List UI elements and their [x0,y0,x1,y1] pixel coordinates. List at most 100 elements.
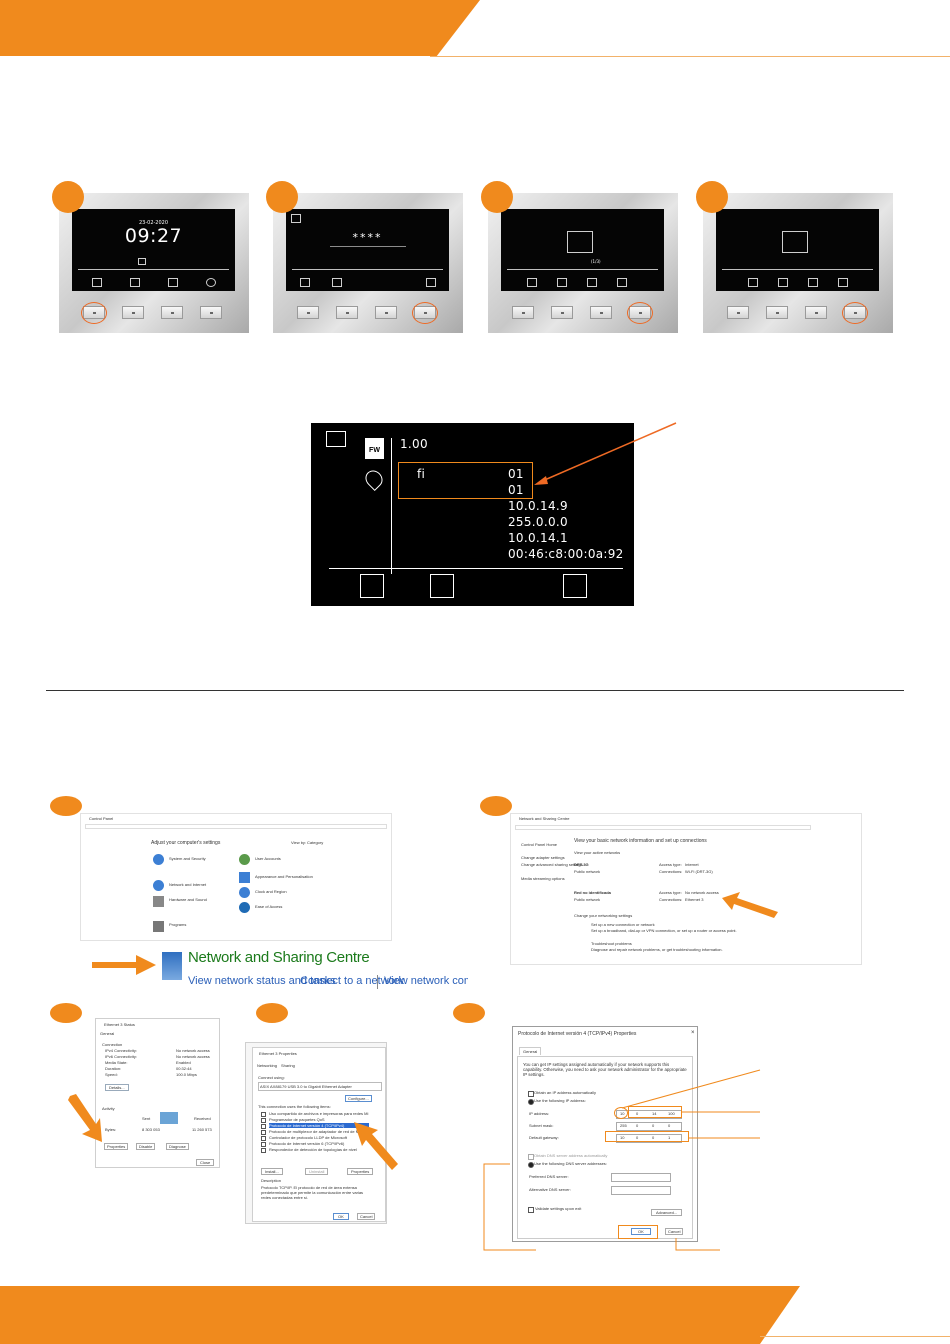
step-marker-4 [696,181,728,213]
alt-dns-label: Alternative DNS server: [529,1187,571,1192]
sidebar-item-2[interactable]: Change advanced sharing settings [521,862,583,867]
monitor-screen: (1/3) [501,209,664,291]
setup-link[interactable]: Set up a new connection or network [591,922,655,927]
details-button[interactable]: Details... [105,1084,129,1091]
mask-octet-1: 0 [636,1123,639,1128]
cp-item-4[interactable]: User Accounts [255,856,281,861]
list-item[interactable]: Protocolo de Internet versión 4 (TCP/IPv… [269,1123,369,1128]
home-icon [527,278,537,287]
cancel-button[interactable]: Cancel [357,1213,376,1220]
tab-sharing[interactable]: Sharing [281,1063,295,1068]
section-activity: Activity [102,1106,115,1111]
screen-time: 09:27 [124,225,183,247]
monitor-button-4[interactable] [200,306,222,319]
list-item[interactable]: Protocolo de Internet versión 6 (TCP/IPv… [269,1141,345,1146]
validate-checkbox[interactable] [528,1207,534,1213]
view-by-value[interactable]: Category [307,840,324,845]
trouble-link[interactable]: Troubleshoot problems [591,941,632,946]
tab-general[interactable]: General [100,1031,115,1036]
tab-networking[interactable]: Networking [257,1063,278,1068]
close-button[interactable]: Close [196,1159,215,1166]
cp-item-5[interactable]: Appearance and Personalisation [255,874,313,879]
list-item[interactable]: Protocolo de multiplexor de adaptador de… [269,1129,360,1134]
monitor-button-2[interactable] [766,306,788,319]
mask-field[interactable]: 255 0 0 0 [616,1122,682,1131]
item-checkbox[interactable] [261,1136,266,1141]
diagnose-button[interactable]: Diagnose [166,1143,189,1150]
cp-item-3[interactable]: Programs [169,922,187,927]
advanced-button[interactable]: Advanced... [651,1209,683,1216]
net2-conn[interactable]: Ethernet 3 [685,897,704,902]
use-ip-label: Use the following IP address: [534,1098,586,1103]
item-checkbox[interactable] [261,1118,266,1123]
item-checkbox[interactable] [261,1112,266,1117]
list-item[interactable]: Programador de paquetes QoS [269,1117,325,1122]
globe-icon [206,278,216,287]
tab-general[interactable]: General [519,1047,542,1055]
item-checkbox[interactable] [261,1148,266,1153]
sent-label: Sent [142,1116,151,1121]
cp-item-1[interactable]: Network and Internet [169,882,207,887]
properties-button[interactable]: Properties [104,1143,129,1150]
uninstall-button[interactable]: Uninstall [305,1168,329,1175]
use-ip-radio[interactable] [528,1099,534,1105]
net1-conn[interactable]: Wi-Fi (DRT-3G) [685,869,713,874]
net1-access-label: Access type: [659,862,682,867]
list-item[interactable]: Uso compartido de archivos e impresoras … [269,1111,369,1116]
item-checkbox[interactable] [261,1142,266,1147]
gw-octet-1: 0 [636,1135,639,1140]
monitor-button-1[interactable] [297,306,319,319]
status-row-label: IPv6 Connectivity: [105,1054,138,1059]
list-item[interactable]: Controlador de protocolo LLDP de Microso… [269,1135,347,1140]
monitor-button-3[interactable] [590,306,612,319]
orange-arrow [68,1094,102,1142]
item-checkbox[interactable] [261,1130,266,1135]
configure-button[interactable]: Configure... [345,1095,372,1102]
monitor-button-2[interactable] [551,306,573,319]
status-row-value: 00:32:44 [176,1066,192,1071]
gw-octet-3: 1 [668,1135,671,1140]
cp-item-7[interactable]: Ease of Access [255,904,283,909]
net2-type: Public network [574,897,601,902]
monitor-button-2[interactable] [336,306,358,319]
use-dns-radio[interactable] [528,1162,534,1168]
cp-item-0[interactable]: System and Security [169,856,206,861]
zoom-link-0[interactable]: View network status and tasks [188,975,336,987]
cancel-button[interactable]: Cancel [665,1228,684,1235]
zoom-link-2[interactable]: View network computers and [384,975,468,987]
monitor-button-2[interactable] [122,306,144,319]
network-sharing-title[interactable]: Network and Sharing Centre [188,949,370,966]
item-checkbox[interactable] [261,1124,266,1129]
cp-item-2[interactable]: Hardware and Sound [169,897,207,902]
subnet-mask: 255.0.0.0 [508,515,568,529]
network-icon [808,278,818,287]
use-dns-label: Use the following DNS server addresses: [534,1161,607,1166]
monitor-button-3[interactable] [375,306,397,319]
gw-field[interactable]: 10 0 0 1 [616,1134,682,1143]
address-bar[interactable] [85,824,387,829]
auto-dns-radio[interactable] [528,1154,534,1160]
monitor-button-3[interactable] [805,306,827,319]
monitor-button-3[interactable] [161,306,183,319]
monitor-button-1[interactable] [512,306,534,319]
sidebar-item-1[interactable]: Change adapter settings [521,855,565,860]
window-title: Ethernet 3 Status [104,1022,135,1027]
cp-item-6[interactable]: Clock and Region [255,889,287,894]
sidebar-item-0[interactable]: Control Panel Home [521,842,558,847]
address-bar[interactable] [515,825,811,830]
sidebar-item-3[interactable]: Media streaming options [521,876,565,881]
monitor-button-1[interactable] [727,306,749,319]
alt-dns-field[interactable] [611,1186,671,1195]
ok-button[interactable]: OK [631,1228,651,1235]
step-marker-1 [52,181,84,213]
disable-button[interactable]: Disable [136,1143,156,1150]
pref-dns-field[interactable] [611,1173,671,1182]
auto-ip-radio[interactable] [528,1091,534,1097]
gw-octet-0: 10 [620,1135,625,1140]
monitor-buttons [81,302,223,324]
ok-button[interactable]: OK [333,1213,349,1220]
install-button[interactable]: Install... [261,1168,283,1175]
close-icon[interactable]: × [691,1030,695,1036]
list-item[interactable]: Respondedor de detección de topologías d… [269,1147,357,1152]
properties-button[interactable]: Properties [347,1168,374,1175]
